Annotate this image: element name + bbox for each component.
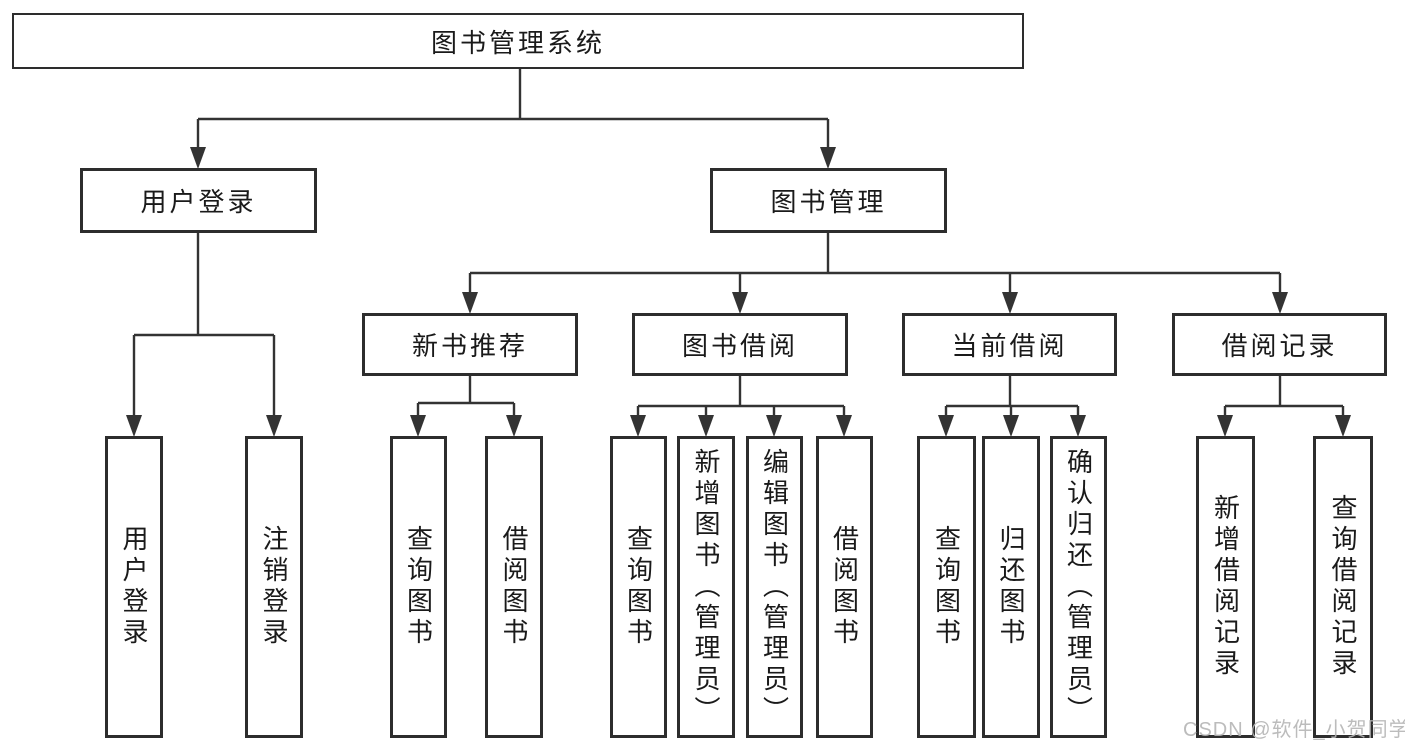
leaf-edit-book-admin: 编辑图书（管理员） — [746, 436, 803, 738]
leaf-borrow-books-recommend: 借阅图书 — [485, 436, 543, 738]
leaf-confirm-return-admin: 确认归还（管理员） — [1050, 436, 1107, 738]
node-new-book-recommend: 新书推荐 — [362, 313, 578, 376]
leaf-label: 查询图书 — [403, 525, 434, 649]
leaf-label: 查询图书 — [623, 525, 654, 649]
node-label: 当前借阅 — [951, 331, 1068, 361]
leaf-label: 编辑图书（管理员） — [759, 447, 790, 727]
leaf-label: 确认归还（管理员） — [1063, 447, 1094, 727]
leaf-label: 新增借阅记录 — [1210, 494, 1241, 680]
node-book-borrowing: 图书借阅 — [632, 313, 848, 376]
node-label: 图书借阅 — [681, 331, 798, 361]
node-library-management-system: 图书管理系统 — [12, 13, 1024, 69]
csdn-watermark: CSDN @软件_小贺同学 — [1183, 719, 1405, 741]
leaf-label: 借阅图书 — [499, 525, 529, 649]
leaf-query-books-current: 查询图书 — [917, 436, 976, 738]
node-label: 图书管理系统 — [430, 27, 605, 58]
leaf-label: 用户登录 — [119, 525, 149, 649]
leaf-add-borrow-record: 新增借阅记录 — [1196, 436, 1255, 738]
node-current-borrowing: 当前借阅 — [902, 313, 1117, 376]
leaf-query-books-borrowing: 查询图书 — [610, 436, 667, 738]
leaf-return-book: 归还图书 — [982, 436, 1040, 738]
leaf-borrow-books-borrowing: 借阅图书 — [816, 436, 873, 738]
leaf-label: 注销登录 — [259, 525, 289, 649]
node-label: 新书推荐 — [411, 331, 528, 361]
leaf-user-login: 用户登录 — [105, 436, 163, 738]
leaf-query-books-recommend: 查询图书 — [390, 436, 447, 738]
leaf-label: 归还图书 — [996, 525, 1026, 649]
leaf-label: 查询图书 — [931, 525, 962, 649]
leaf-label: 新增图书（管理员） — [691, 447, 721, 727]
leaf-label: 借阅图书 — [829, 525, 860, 649]
leaf-query-borrow-record: 查询借阅记录 — [1313, 436, 1373, 738]
leaf-label: 查询借阅记录 — [1328, 494, 1358, 680]
node-borrow-records: 借阅记录 — [1172, 313, 1387, 376]
node-label: 图书管理 — [770, 187, 887, 217]
node-label: 借阅记录 — [1221, 331, 1338, 361]
node-label: 用户登录 — [140, 187, 257, 217]
node-user-login: 用户登录 — [80, 168, 317, 233]
leaf-add-book-admin: 新增图书（管理员） — [677, 436, 735, 738]
leaf-logout: 注销登录 — [245, 436, 303, 738]
node-book-management: 图书管理 — [710, 168, 947, 233]
